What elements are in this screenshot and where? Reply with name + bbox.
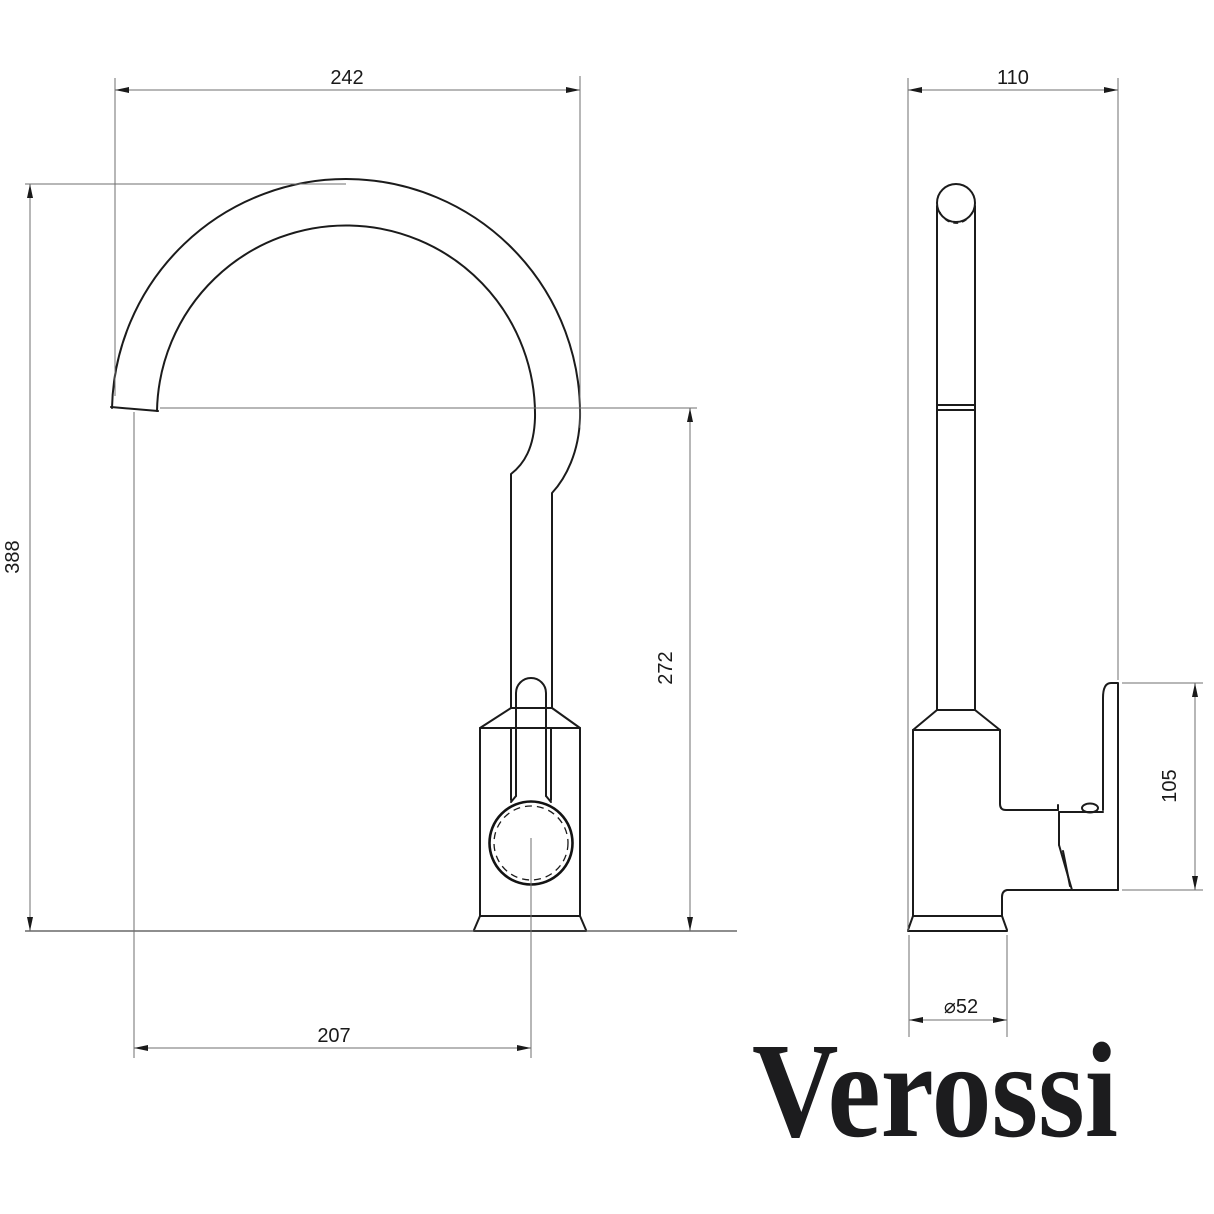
base-flare-left [907,915,914,931]
handle-neck-dome [515,677,547,797]
handle-hub-inner-edge [1062,850,1071,887]
base-flare-right [579,915,587,931]
dim-overall-depth: 110 [907,67,1119,931]
arrowhead [27,184,33,198]
arrowhead [908,87,922,93]
dim-label-overall-width: 242 [330,67,363,89]
base-flare-right [1001,915,1008,931]
arrowhead [517,1045,531,1051]
dim-label-spout-reach: 207 [317,1025,350,1047]
handle-neck-flare-right [545,795,552,803]
dim-label-overall-height: 388 [2,540,24,573]
dim-overall-width: 242 [114,67,581,428]
dim-label-base-diameter: ⌀52 [944,996,978,1018]
body-shoulder-right [974,709,1001,731]
arrowhead [134,1045,148,1051]
arrowhead [687,408,693,422]
arrowhead [909,1017,923,1023]
front-view: 242 388 272 207 [2,67,737,1058]
arrowhead [993,1017,1007,1023]
dim-label-spout-outlet-height: 272 [655,651,677,684]
spout-end-circle [936,183,976,223]
handle-pivot-pin [1081,802,1099,814]
body-shoulder-left [479,707,512,729]
arrowhead [27,917,33,931]
body-right-side-upper [999,729,1059,811]
dim-overall-height: 388 [2,183,346,931]
dim-label-handle-height: 105 [1159,769,1181,802]
handle-blade-outline [1102,682,1119,891]
arrowhead [1192,876,1198,890]
arrowhead [1192,683,1198,697]
arrowhead [115,87,129,93]
arrowhead [1104,87,1118,93]
control-cap-hidden-circle [493,805,569,881]
dim-spout-outlet-height: 272 [160,407,697,931]
spout-bore-hidden-arc [939,211,973,224]
spout-outlet-tip [110,406,159,412]
side-view: 110 105 ⌀52 [907,67,1203,1037]
dim-handle-height: 105 [1122,682,1203,891]
base-flare-left [473,915,481,931]
brand-logo-text: Verossi [752,1016,1118,1166]
dim-label-overall-depth: 110 [997,67,1029,89]
handle-neck-flare-left [510,795,517,803]
body-shoulder-left [912,709,938,731]
dim-base-diameter: ⌀52 [908,935,1008,1037]
body-shoulder-right [551,707,581,729]
spout-inner-curve [156,224,537,709]
dim-spout-reach: 207 [133,412,531,1058]
arrowhead [566,87,580,93]
spout-outer-curve [111,178,582,709]
arrowhead [687,917,693,931]
body-right-side-lower [1001,889,1072,917]
